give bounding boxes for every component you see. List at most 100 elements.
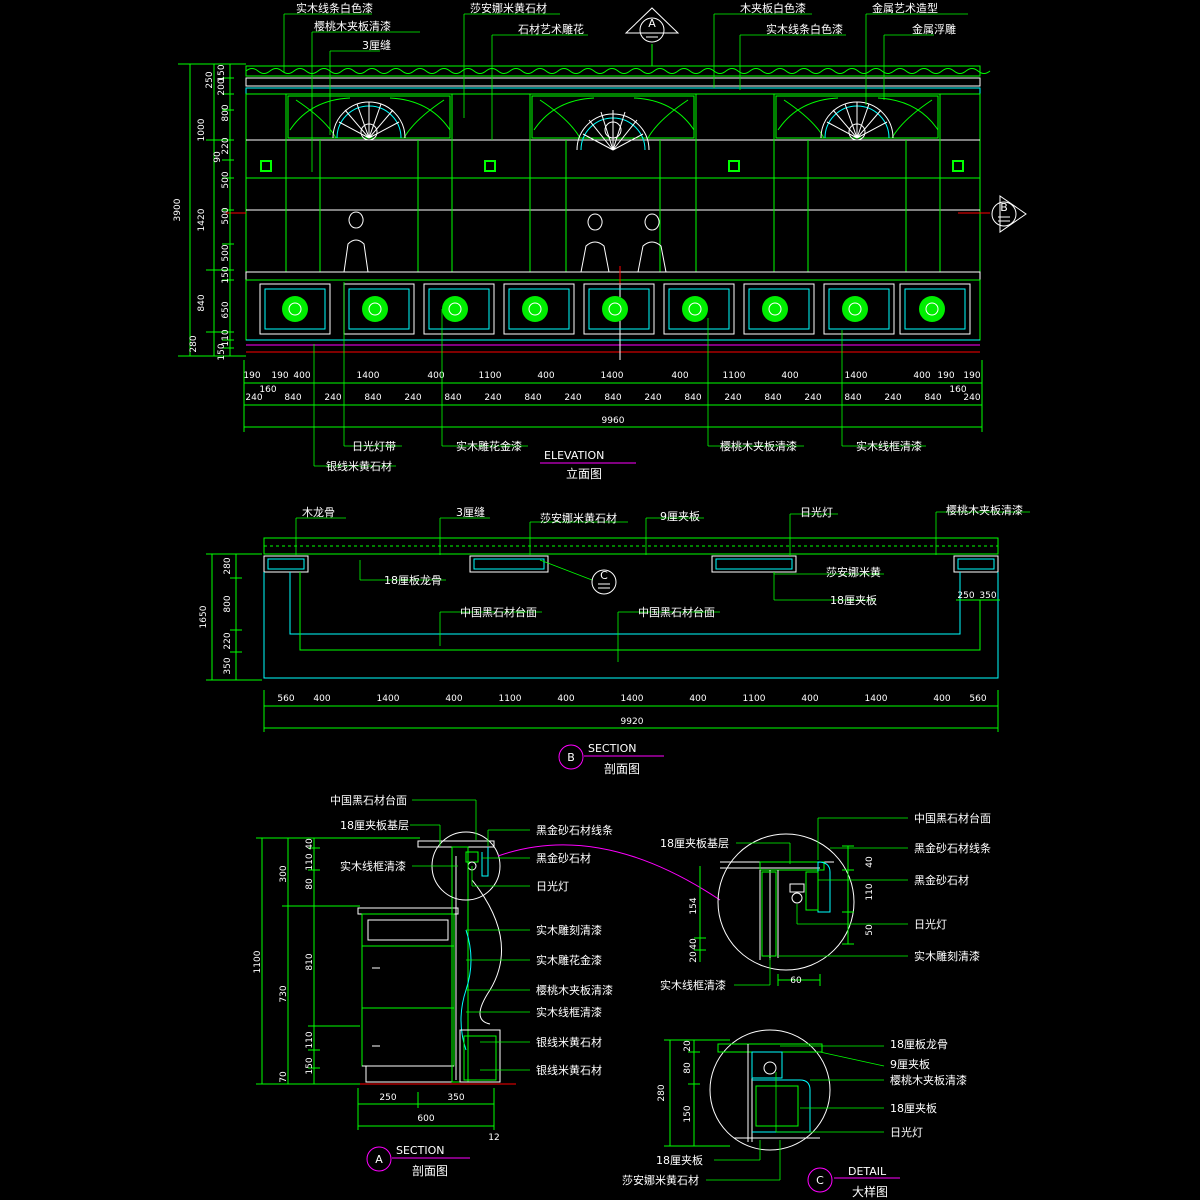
seca-title-cn: 剖面图 xyxy=(412,1164,448,1178)
secb-title-marker: B xyxy=(567,751,575,764)
dim-row2-6: 240 xyxy=(484,393,501,403)
section-a-left-dimensions: 40 110 80 300 810 110 150 1100 730 70 xyxy=(253,837,420,1085)
secb-left-dim-3: 350 xyxy=(223,657,233,674)
dim-row2-18: 240 xyxy=(963,393,980,403)
dim-left-7: 500 xyxy=(221,207,231,224)
seca-bottom-dim-1: 350 xyxy=(447,1093,464,1103)
detail-label-right-1: 黑金砂石材线条 xyxy=(914,841,991,855)
seca-left-dim-4: 810 xyxy=(305,953,315,970)
secb-right-dim-1: 350 xyxy=(979,591,996,601)
secb-dim-12: 560 xyxy=(969,694,986,704)
elevation-drawing: 150 200 250 800 90 220 500 500 500 150 8… xyxy=(173,1,1027,481)
dim-row1-8: 400 xyxy=(671,371,688,381)
secb-dim-2: 1400 xyxy=(377,694,400,704)
dim-row2-7: 840 xyxy=(524,393,541,403)
detailc-label-bottom-1: 莎安娜米黄石材 xyxy=(622,1173,699,1187)
carved-sunburst-2 xyxy=(531,95,695,151)
seca-title-marker: A xyxy=(375,1153,383,1166)
dim-left-total-0: 1000 xyxy=(197,118,207,141)
seca-left-dim-1: 110 xyxy=(305,853,315,870)
detail-label-right-2: 黑金砂石材 xyxy=(914,873,969,887)
dim-row2-1: 840 xyxy=(284,393,301,403)
dim-left-3: 800 xyxy=(221,104,231,121)
seca-left-dim-3: 300 xyxy=(279,865,289,882)
label-top-0: 实木线条白色漆 xyxy=(296,1,373,15)
secb-label-0: 木龙骨 xyxy=(302,506,335,519)
secb-label-1: 3厘缝 xyxy=(456,505,485,519)
label-bottom-1: 银线米黄石材 xyxy=(326,459,392,473)
dim-row2-3: 840 xyxy=(364,393,381,403)
seca-left-dim-8: 730 xyxy=(279,985,289,1002)
seca-bottom-dim-0: 250 xyxy=(379,1093,396,1103)
dim-row2-16: 240 xyxy=(884,393,901,403)
label-top-3: 莎安娜米黄石材 xyxy=(470,1,547,15)
dim-left-total-4: 3900 xyxy=(173,198,183,221)
seca-label-right-2: 日光灯 xyxy=(536,879,569,893)
secb-dim-8: 1100 xyxy=(743,694,766,704)
secb-right-dim-0: 250 xyxy=(957,591,974,601)
dim-left-14: 280 xyxy=(189,335,199,352)
label-bottom-4: 实木线框清漆 xyxy=(856,439,922,453)
counter-rosette-panels xyxy=(259,283,971,335)
dim-row2-0: 240 xyxy=(245,393,262,403)
section-a-title: A SECTION 剖面图 xyxy=(366,1144,470,1178)
dim-left-2: 250 xyxy=(205,71,215,88)
secb-title-cn: 剖面图 xyxy=(604,762,640,776)
dim-row1-1: 190 xyxy=(271,371,288,381)
dim-row1-0: 190 xyxy=(243,371,260,381)
label-top-5: 木夹板白色漆 xyxy=(740,1,806,15)
detail-dim-4: 40 xyxy=(689,938,699,950)
section-a-bottom-dimensions: 250 350 600 12 xyxy=(357,1088,500,1143)
secb-left-dim-1: 800 xyxy=(223,595,233,612)
secb-dim-0: 560 xyxy=(277,694,294,704)
detail-c-drawing: 20 80 150 280 18厘板龙骨 9厘夹板 樱桃木夹板清漆 18厘夹板 … xyxy=(622,1029,967,1199)
dim-row1-5: 1100 xyxy=(479,371,502,381)
dim-left-8: 500 xyxy=(221,244,231,261)
seca-label-left-0: 中国黑石材台面 xyxy=(330,793,407,807)
secb-dim-5: 400 xyxy=(557,694,574,704)
dim-row2-2: 240 xyxy=(324,393,341,403)
dim-row2-10: 240 xyxy=(644,393,661,403)
dim-row2-14: 240 xyxy=(804,393,821,403)
section-marker-a: A xyxy=(624,7,680,66)
dim-left-12: 110 xyxy=(221,329,231,346)
dim-left-11: 650 xyxy=(221,301,231,318)
dim-row2-9: 840 xyxy=(604,393,621,403)
secb-left-dim-2: 220 xyxy=(223,632,233,649)
carved-sunburst-3 xyxy=(775,95,939,141)
dim-row1-9: 1100 xyxy=(723,371,746,381)
label-bottom-2: 实木雕花金漆 xyxy=(456,439,522,453)
detailc-label-bottom-0: 18厘夹板 xyxy=(656,1153,703,1167)
seca-label-left-2: 实木线框清漆 xyxy=(340,859,406,873)
dim-row1-6: 400 xyxy=(537,371,554,381)
secb-dim-3: 400 xyxy=(445,694,462,704)
elevation-title: ELEVATION 立面图 xyxy=(540,449,636,481)
detailc-title-marker: C xyxy=(816,1174,824,1187)
secb-title-en: SECTION xyxy=(588,742,636,755)
dim-left-10: 840 xyxy=(197,294,207,311)
secb-dim-11: 400 xyxy=(933,694,950,704)
detailc-label-right-3: 18厘夹板 xyxy=(890,1101,937,1115)
seca-left-dim-6: 150 xyxy=(305,1057,315,1074)
detailc-label-right-0: 18厘板龙骨 xyxy=(890,1037,948,1051)
detail-label-right-0: 中国黑石材台面 xyxy=(914,811,991,825)
elevation-top-labels: 实木线条白色漆 樱桃木夹板清漆 3厘缝 莎安娜米黄石材 石材艺术雕花 木夹板白色… xyxy=(283,1,968,172)
dim-row1b-0: 160 xyxy=(259,385,276,395)
dim-row1-11: 1400 xyxy=(845,371,868,381)
dim-row2-11: 840 xyxy=(684,393,701,403)
label-top-4: 石材艺术雕花 xyxy=(518,22,584,36)
detailc-dim-1: 80 xyxy=(683,1062,693,1074)
secb-label-3: 9厘夹板 xyxy=(660,509,700,523)
dim-left-9: 150 xyxy=(221,266,231,283)
seca-left-dim-9: 70 xyxy=(279,1071,289,1083)
seca-left-dim-7: 1100 xyxy=(253,950,263,973)
marker-b-letter: B xyxy=(1000,201,1008,214)
seca-label-right-6: 实木线框清漆 xyxy=(536,1005,602,1019)
dim-left-5: 220 xyxy=(221,137,231,154)
dim-left-total-1: 1420 xyxy=(197,208,207,231)
marker-c-letter: C xyxy=(600,569,608,582)
label-bottom-3: 樱桃木夹板清漆 xyxy=(720,439,797,453)
seca-left-dim-5: 110 xyxy=(305,1031,315,1048)
label-top-6: 实木线条白色漆 xyxy=(766,22,843,36)
dim-row2-13: 840 xyxy=(764,393,781,403)
